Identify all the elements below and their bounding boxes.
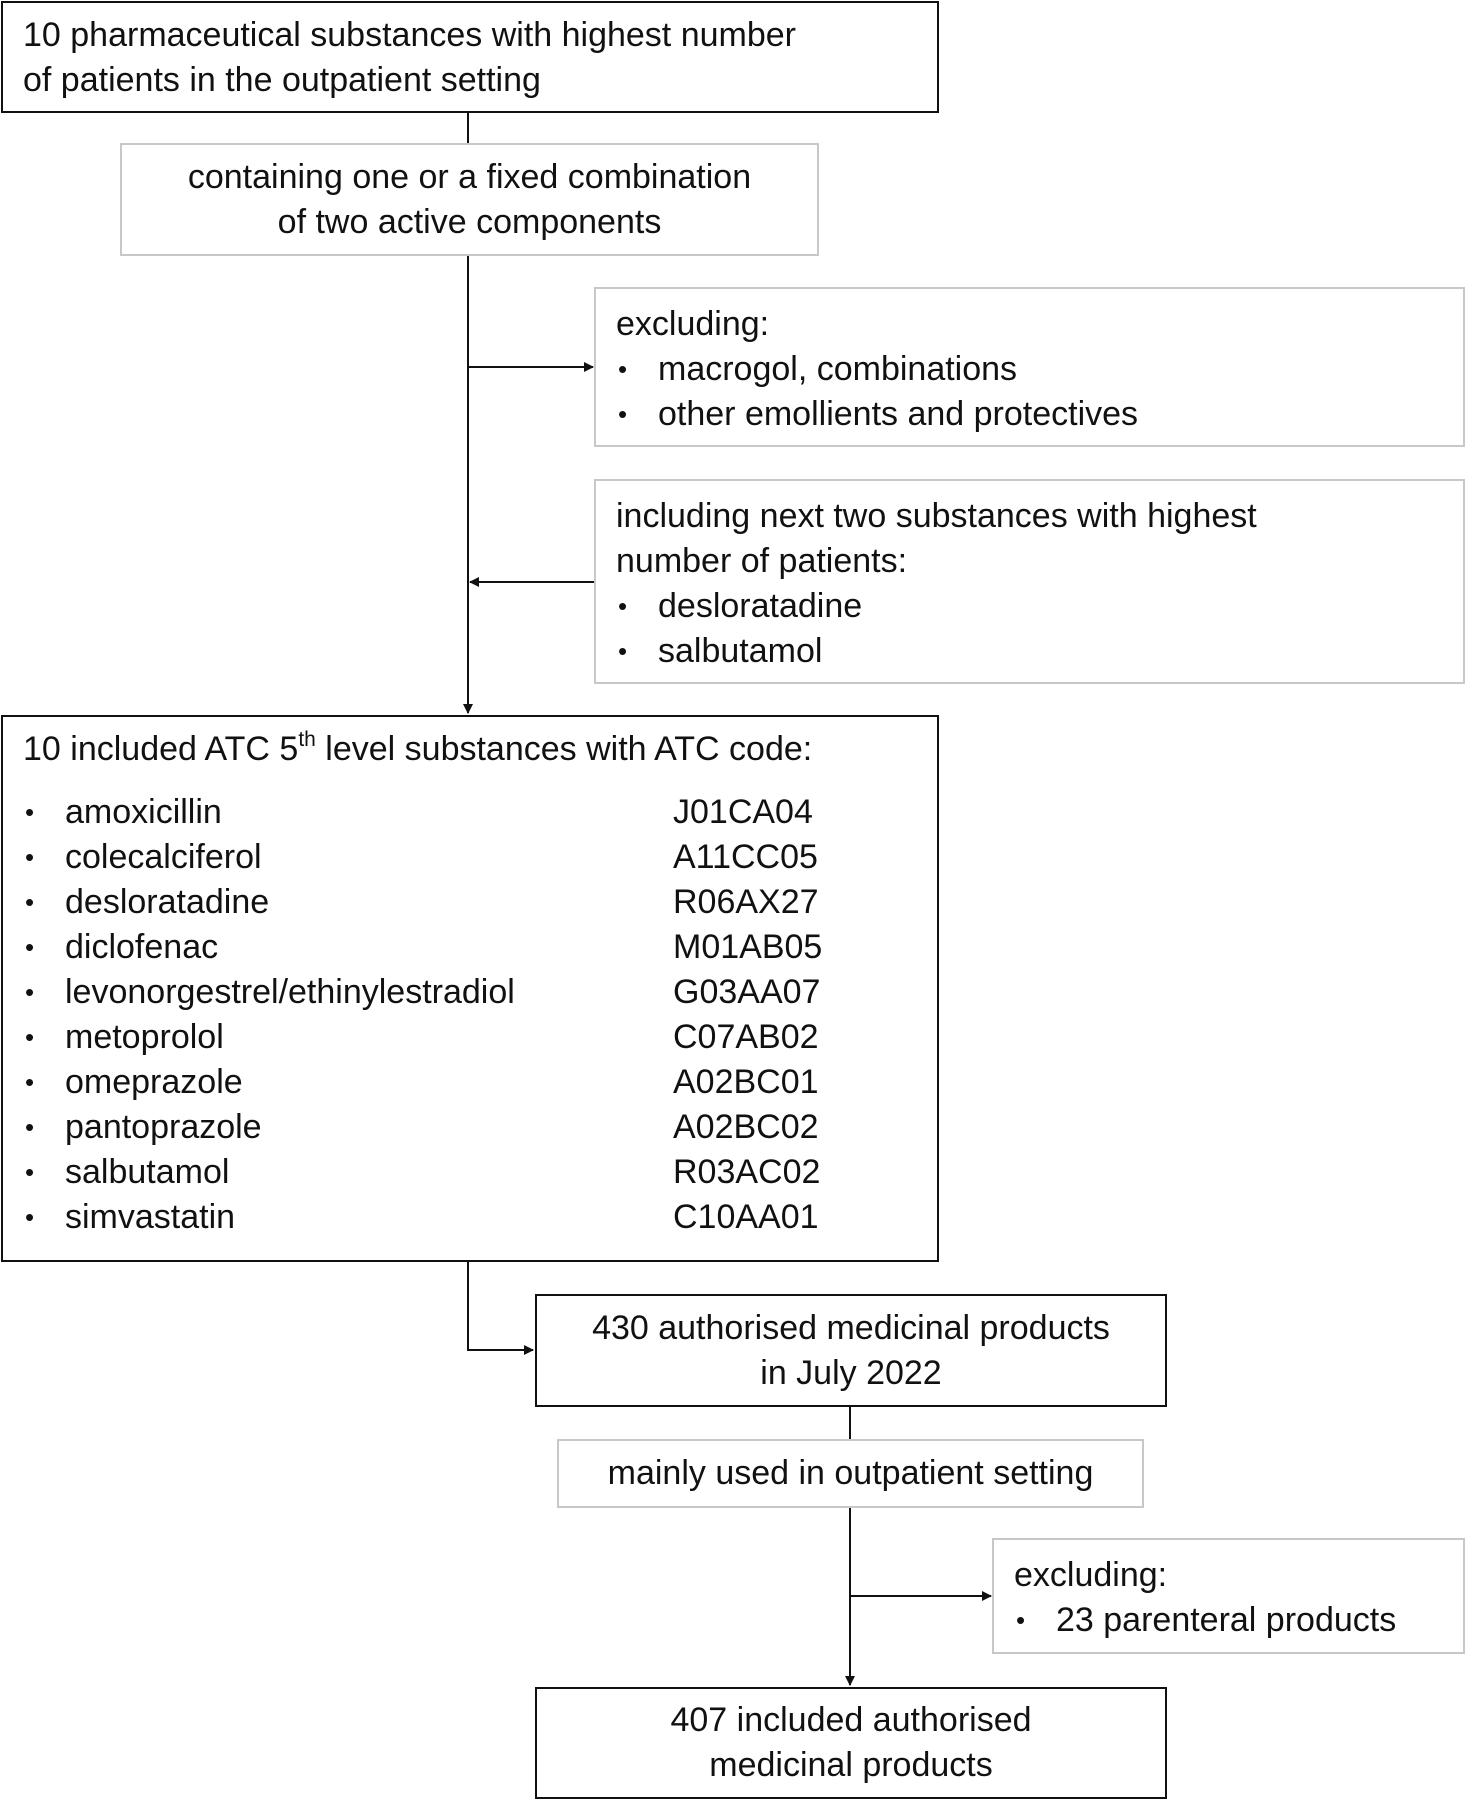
substance-name: pantoprazole	[65, 1108, 262, 1146]
start-box-line-2: of patients in the outpatient setting	[23, 61, 541, 99]
inclusion-box-line-2: number of patients:	[616, 542, 908, 580]
substance-row: simvastatin C10AA01	[23, 1195, 917, 1240]
start-box-line-1: 10 pharmaceutical substances with highes…	[23, 16, 796, 54]
substance-row: desloratadine R06AX27	[23, 880, 917, 925]
filter-box-components: containing one or a fixed combination of…	[120, 143, 819, 256]
connector-substances-to-authorised	[467, 1261, 534, 1355]
substance-name: simvastatin	[65, 1198, 236, 1236]
filter-box-components-line-2: of two active components	[277, 202, 662, 241]
substance-name: salbutamol	[65, 1153, 230, 1191]
filter-box-outpatient: mainly used in outpatient setting	[557, 1439, 1144, 1508]
inclusion-item: salbutamol	[616, 629, 1443, 674]
final-products-line-1: 407 included authorised	[670, 1701, 1032, 1739]
atc-code: C07AB02	[673, 1018, 819, 1056]
substances-box: 10 included ATC 5th level substances wit…	[1, 715, 939, 1262]
atc-code: R03AC02	[673, 1153, 821, 1191]
substance-row: pantoprazole A02BC02	[23, 1105, 917, 1150]
exclusion-box-1-list: macrogol, combinations other emollients …	[616, 347, 1443, 437]
authorised-products-line-2: in July 2022	[760, 1353, 942, 1392]
exclusion-box-2-heading: excluding:	[1014, 1556, 1168, 1594]
substance-name: diclofenac	[65, 928, 219, 966]
atc-code: G03AA07	[673, 973, 821, 1011]
substance-name: desloratadine	[65, 883, 270, 921]
final-products-box: 407 included authorised medicinal produc…	[535, 1687, 1167, 1799]
authorised-products-box: 430 authorised medicinal products in Jul…	[535, 1294, 1167, 1407]
inclusion-box-list: desloratadine salbutamol	[616, 584, 1443, 674]
authorised-products-line-1: 430 authorised medicinal products	[592, 1308, 1110, 1347]
atc-code: A02BC01	[673, 1063, 819, 1101]
substance-row: amoxicillin J01CA04	[23, 790, 917, 835]
exclusion-box-2-list: 23 parenteral products	[1014, 1598, 1443, 1643]
substance-row: diclofenac M01AB05	[23, 925, 917, 970]
atc-code: A02BC02	[673, 1108, 819, 1146]
substance-row: metoprolol C07AB02	[23, 1015, 917, 1060]
atc-code: C10AA01	[673, 1198, 819, 1236]
substance-row: levonorgestrel/ethinylestradiol G03AA07	[23, 970, 917, 1015]
filter-box-components-line-1: containing one or a fixed combination	[187, 157, 752, 196]
exclusion-box-1-heading: excluding:	[616, 305, 770, 343]
start-box: 10 pharmaceutical substances with highes…	[1, 1, 939, 113]
atc-code: R06AX27	[673, 883, 819, 921]
atc-code: A11CC05	[673, 838, 818, 876]
substance-name: omeprazole	[65, 1063, 243, 1101]
substance-row: omeprazole A02BC01	[23, 1060, 917, 1105]
filter-box-outpatient-text: mainly used in outpatient setting	[607, 1454, 1094, 1492]
exclusion-box-1: excluding: macrogol, combinations other …	[594, 287, 1465, 447]
inclusion-box-line-1: including next two substances with highe…	[616, 497, 1257, 535]
substance-name: metoprolol	[65, 1018, 224, 1056]
exclusion-item: 23 parenteral products	[1014, 1598, 1443, 1643]
exclusion-item: macrogol, combinations	[616, 347, 1443, 392]
substance-row: colecalciferol A11CC05	[23, 835, 917, 880]
substance-name: amoxicillin	[65, 793, 222, 831]
inclusion-item: desloratadine	[616, 584, 1443, 629]
atc-code: J01CA04	[673, 793, 813, 831]
substances-box-heading: 10 included ATC 5th level substances wit…	[23, 728, 813, 768]
substance-name: colecalciferol	[65, 838, 262, 876]
substances-list: amoxicillin J01CA04 colecalciferol A11CC05 d…	[23, 790, 917, 1240]
final-products-line-2: medicinal products	[709, 1746, 993, 1784]
inclusion-box: including next two substances with highe…	[594, 479, 1465, 684]
exclusion-item: other emollients and protectives	[616, 392, 1443, 437]
exclusion-box-2: excluding: 23 parenteral products	[992, 1538, 1465, 1654]
substance-row: salbutamol R03AC02	[23, 1150, 917, 1195]
substance-name: levonorgestrel/ethinylestradiol	[65, 973, 515, 1011]
atc-code: M01AB05	[673, 928, 823, 966]
